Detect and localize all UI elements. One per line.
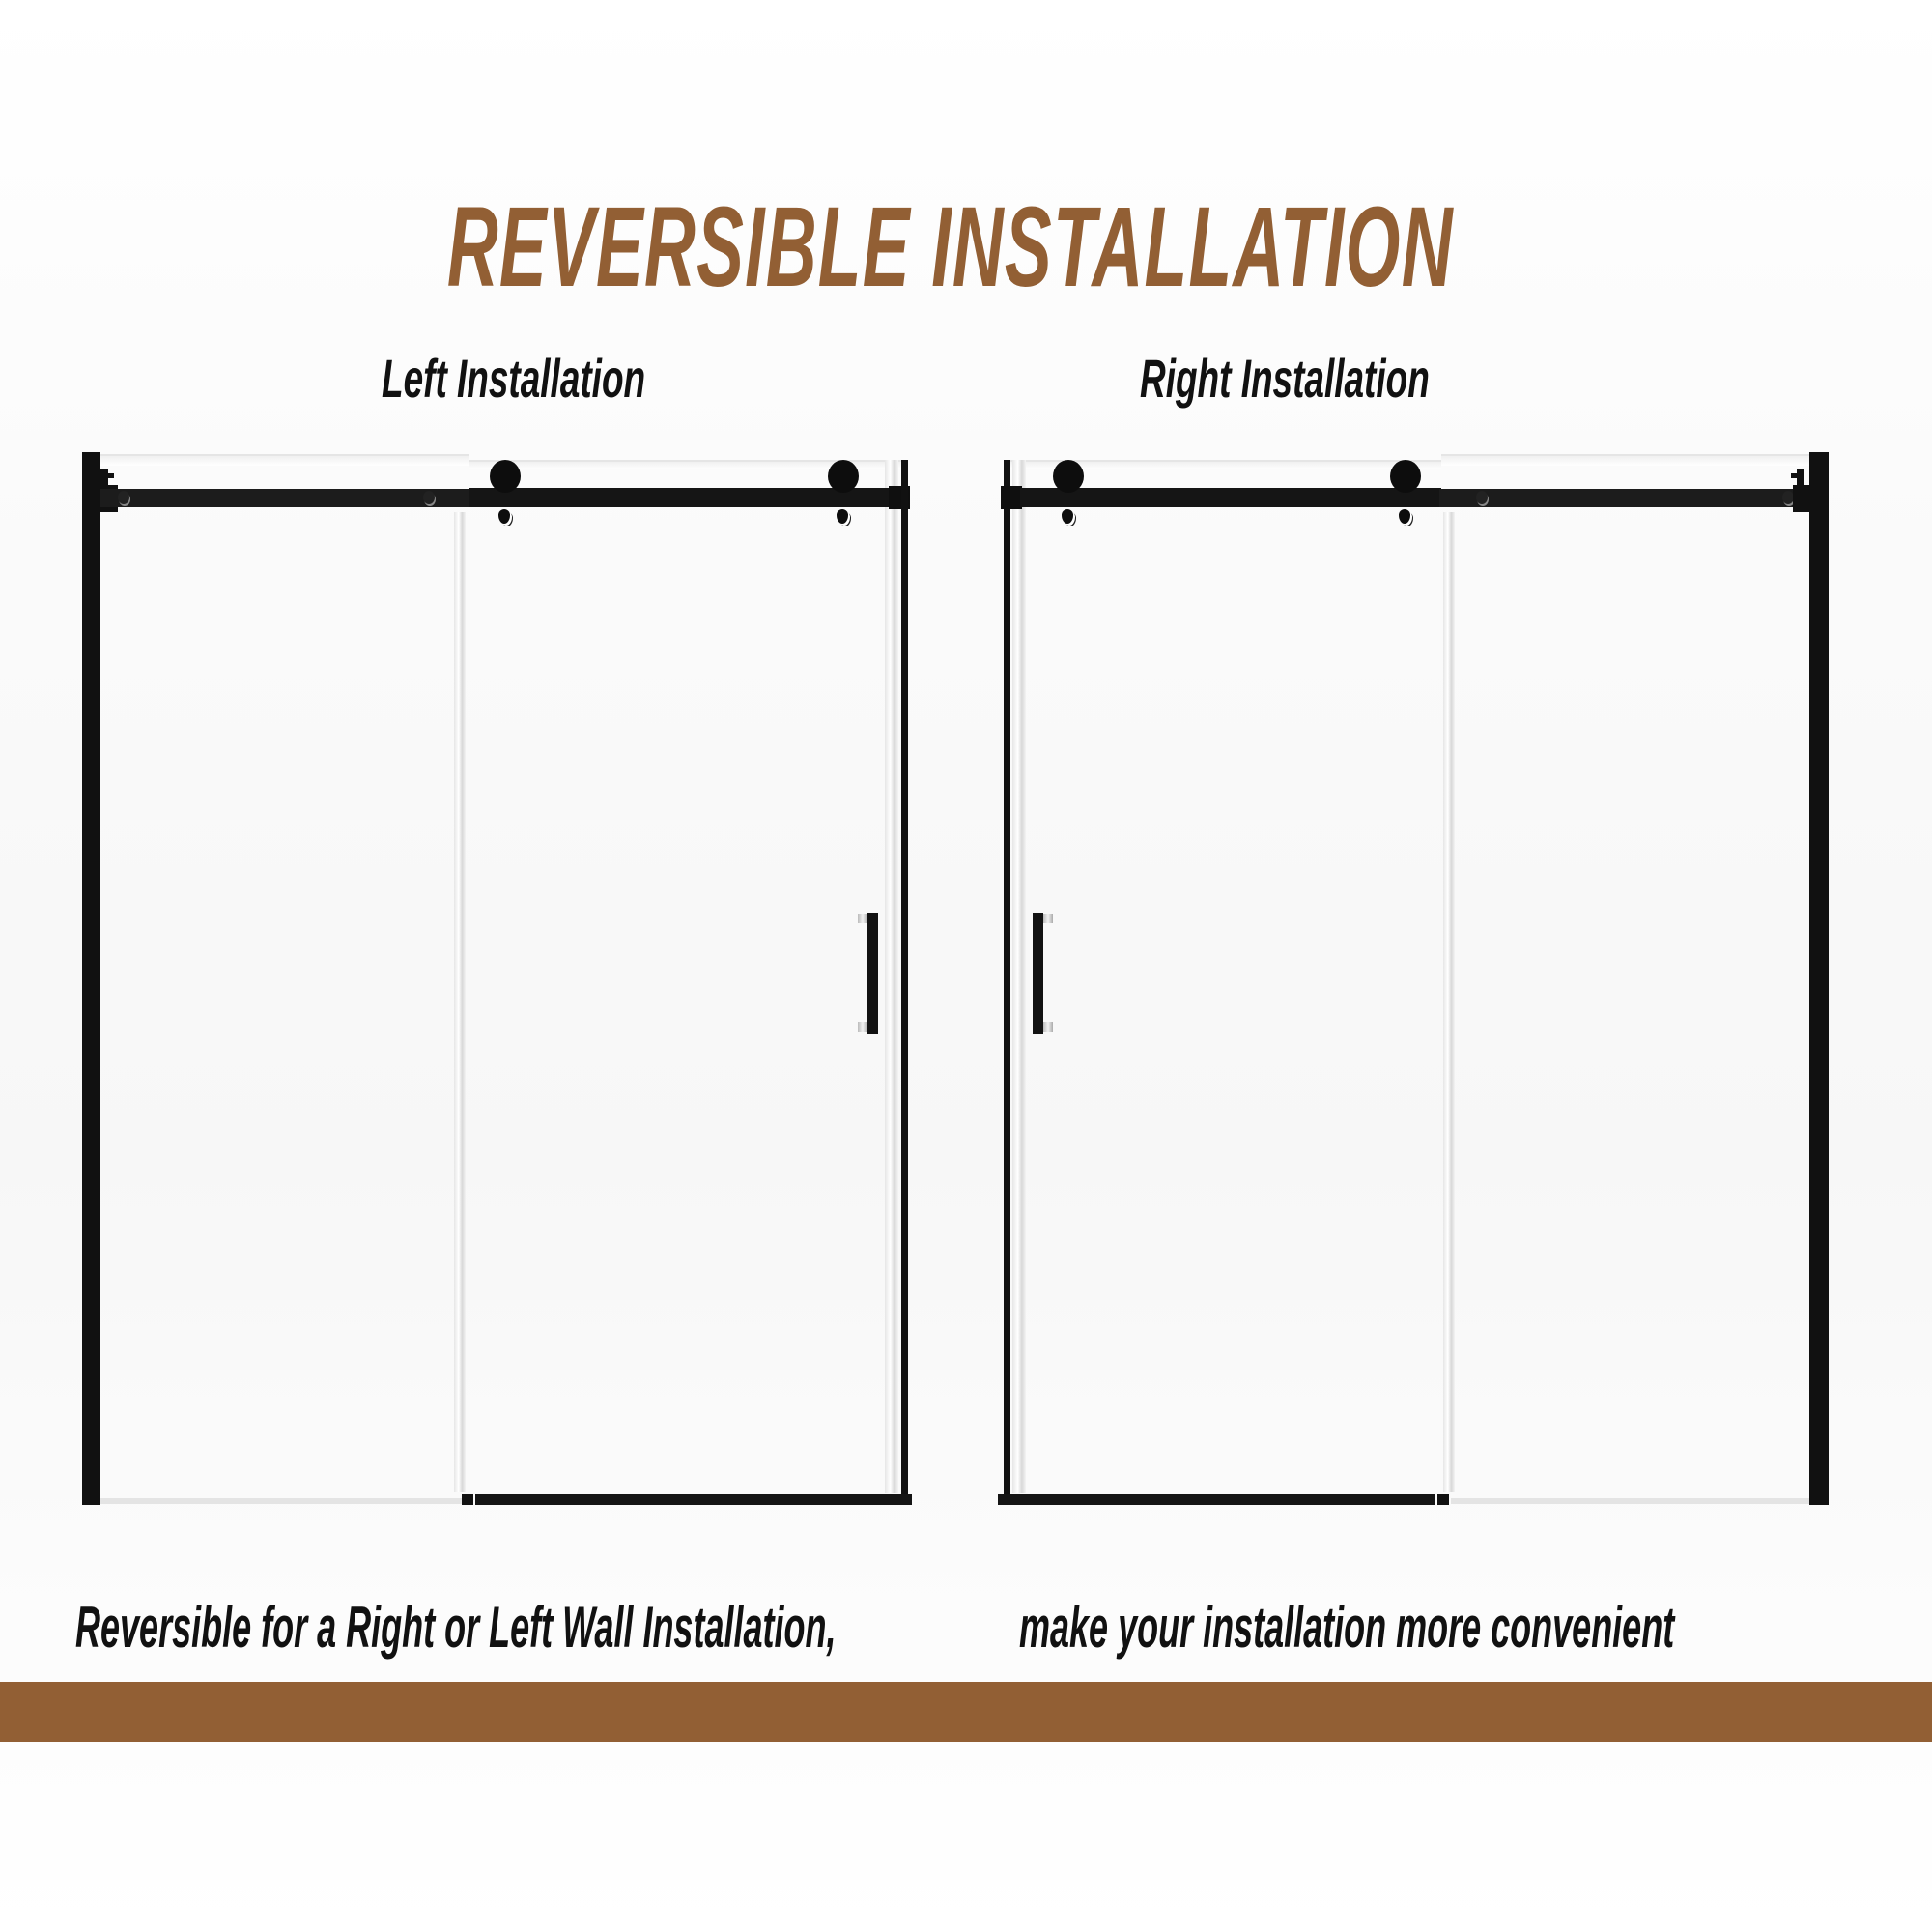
rail-bolt-icon xyxy=(423,491,435,504)
top-rail xyxy=(469,488,891,507)
wall-post xyxy=(1809,452,1829,1505)
wall-bracket xyxy=(100,469,108,491)
top-rail xyxy=(1020,488,1441,507)
wall-bracket-tab xyxy=(1791,473,1797,478)
bottom-bar xyxy=(475,1494,912,1505)
top-rail xyxy=(100,489,471,507)
right-installation-diagram xyxy=(998,452,1829,1505)
sliding-panel-top-edge xyxy=(469,460,904,469)
accent-bar xyxy=(0,1682,1932,1742)
wall-bracket-tab xyxy=(108,473,114,478)
roller-bolt-icon xyxy=(837,509,848,524)
door-handle[interactable] xyxy=(867,913,878,1034)
rail-bolt-icon xyxy=(1476,491,1488,504)
wall-bracket xyxy=(1797,469,1804,491)
rail-bolt-icon xyxy=(118,491,129,504)
right-installation-label: Right Installation xyxy=(1140,348,1430,409)
handle-standoff xyxy=(858,914,867,923)
handle-standoff xyxy=(1043,914,1053,923)
roller-icon xyxy=(1053,460,1084,493)
sliding-door-glass-edge xyxy=(1012,460,1026,1493)
roller-bolt-icon xyxy=(1399,509,1410,524)
door-edge-seal xyxy=(901,460,908,1503)
fixed-panel-glass-edge xyxy=(454,512,466,1492)
door-handle[interactable] xyxy=(1033,913,1043,1034)
rail-bolt-icon xyxy=(1782,491,1794,504)
fixed-panel-top-edge xyxy=(1441,454,1809,466)
rail-end-cap xyxy=(1001,486,1022,509)
caption-part-1: Reversible for a Right or Left Wall Inst… xyxy=(75,1595,837,1660)
left-installation-diagram xyxy=(0,0,966,1594)
roller-icon xyxy=(490,460,521,493)
wall-post xyxy=(82,452,100,1505)
page-title: REVERSIBLE INSTALLATION xyxy=(446,184,1454,311)
bottom-bar xyxy=(998,1494,1435,1505)
roller-bolt-icon xyxy=(498,509,510,524)
roller-icon xyxy=(1390,460,1421,493)
sliding-door-glass-edge xyxy=(885,460,898,1493)
bottom-guide xyxy=(1437,1494,1449,1505)
bottom-guide xyxy=(462,1494,473,1505)
door-edge-seal xyxy=(1004,460,1010,1503)
handle-standoff xyxy=(858,1022,867,1032)
fixed-panel-bottom-edge xyxy=(100,1498,462,1504)
wall-bracket-base xyxy=(1793,485,1810,512)
fixed-panel-glass-edge xyxy=(1443,512,1455,1492)
caption-part-2: make your installation more convenient xyxy=(1019,1595,1675,1660)
handle-standoff xyxy=(1043,1022,1053,1032)
roller-icon xyxy=(828,460,859,493)
top-rail xyxy=(1439,489,1809,507)
sliding-panel-top-edge xyxy=(1007,460,1441,469)
roller-bolt-icon xyxy=(1062,509,1073,524)
fixed-panel-top-edge xyxy=(100,454,469,466)
fixed-panel-bottom-edge xyxy=(1451,1498,1809,1504)
left-installation-label: Left Installation xyxy=(382,348,646,409)
